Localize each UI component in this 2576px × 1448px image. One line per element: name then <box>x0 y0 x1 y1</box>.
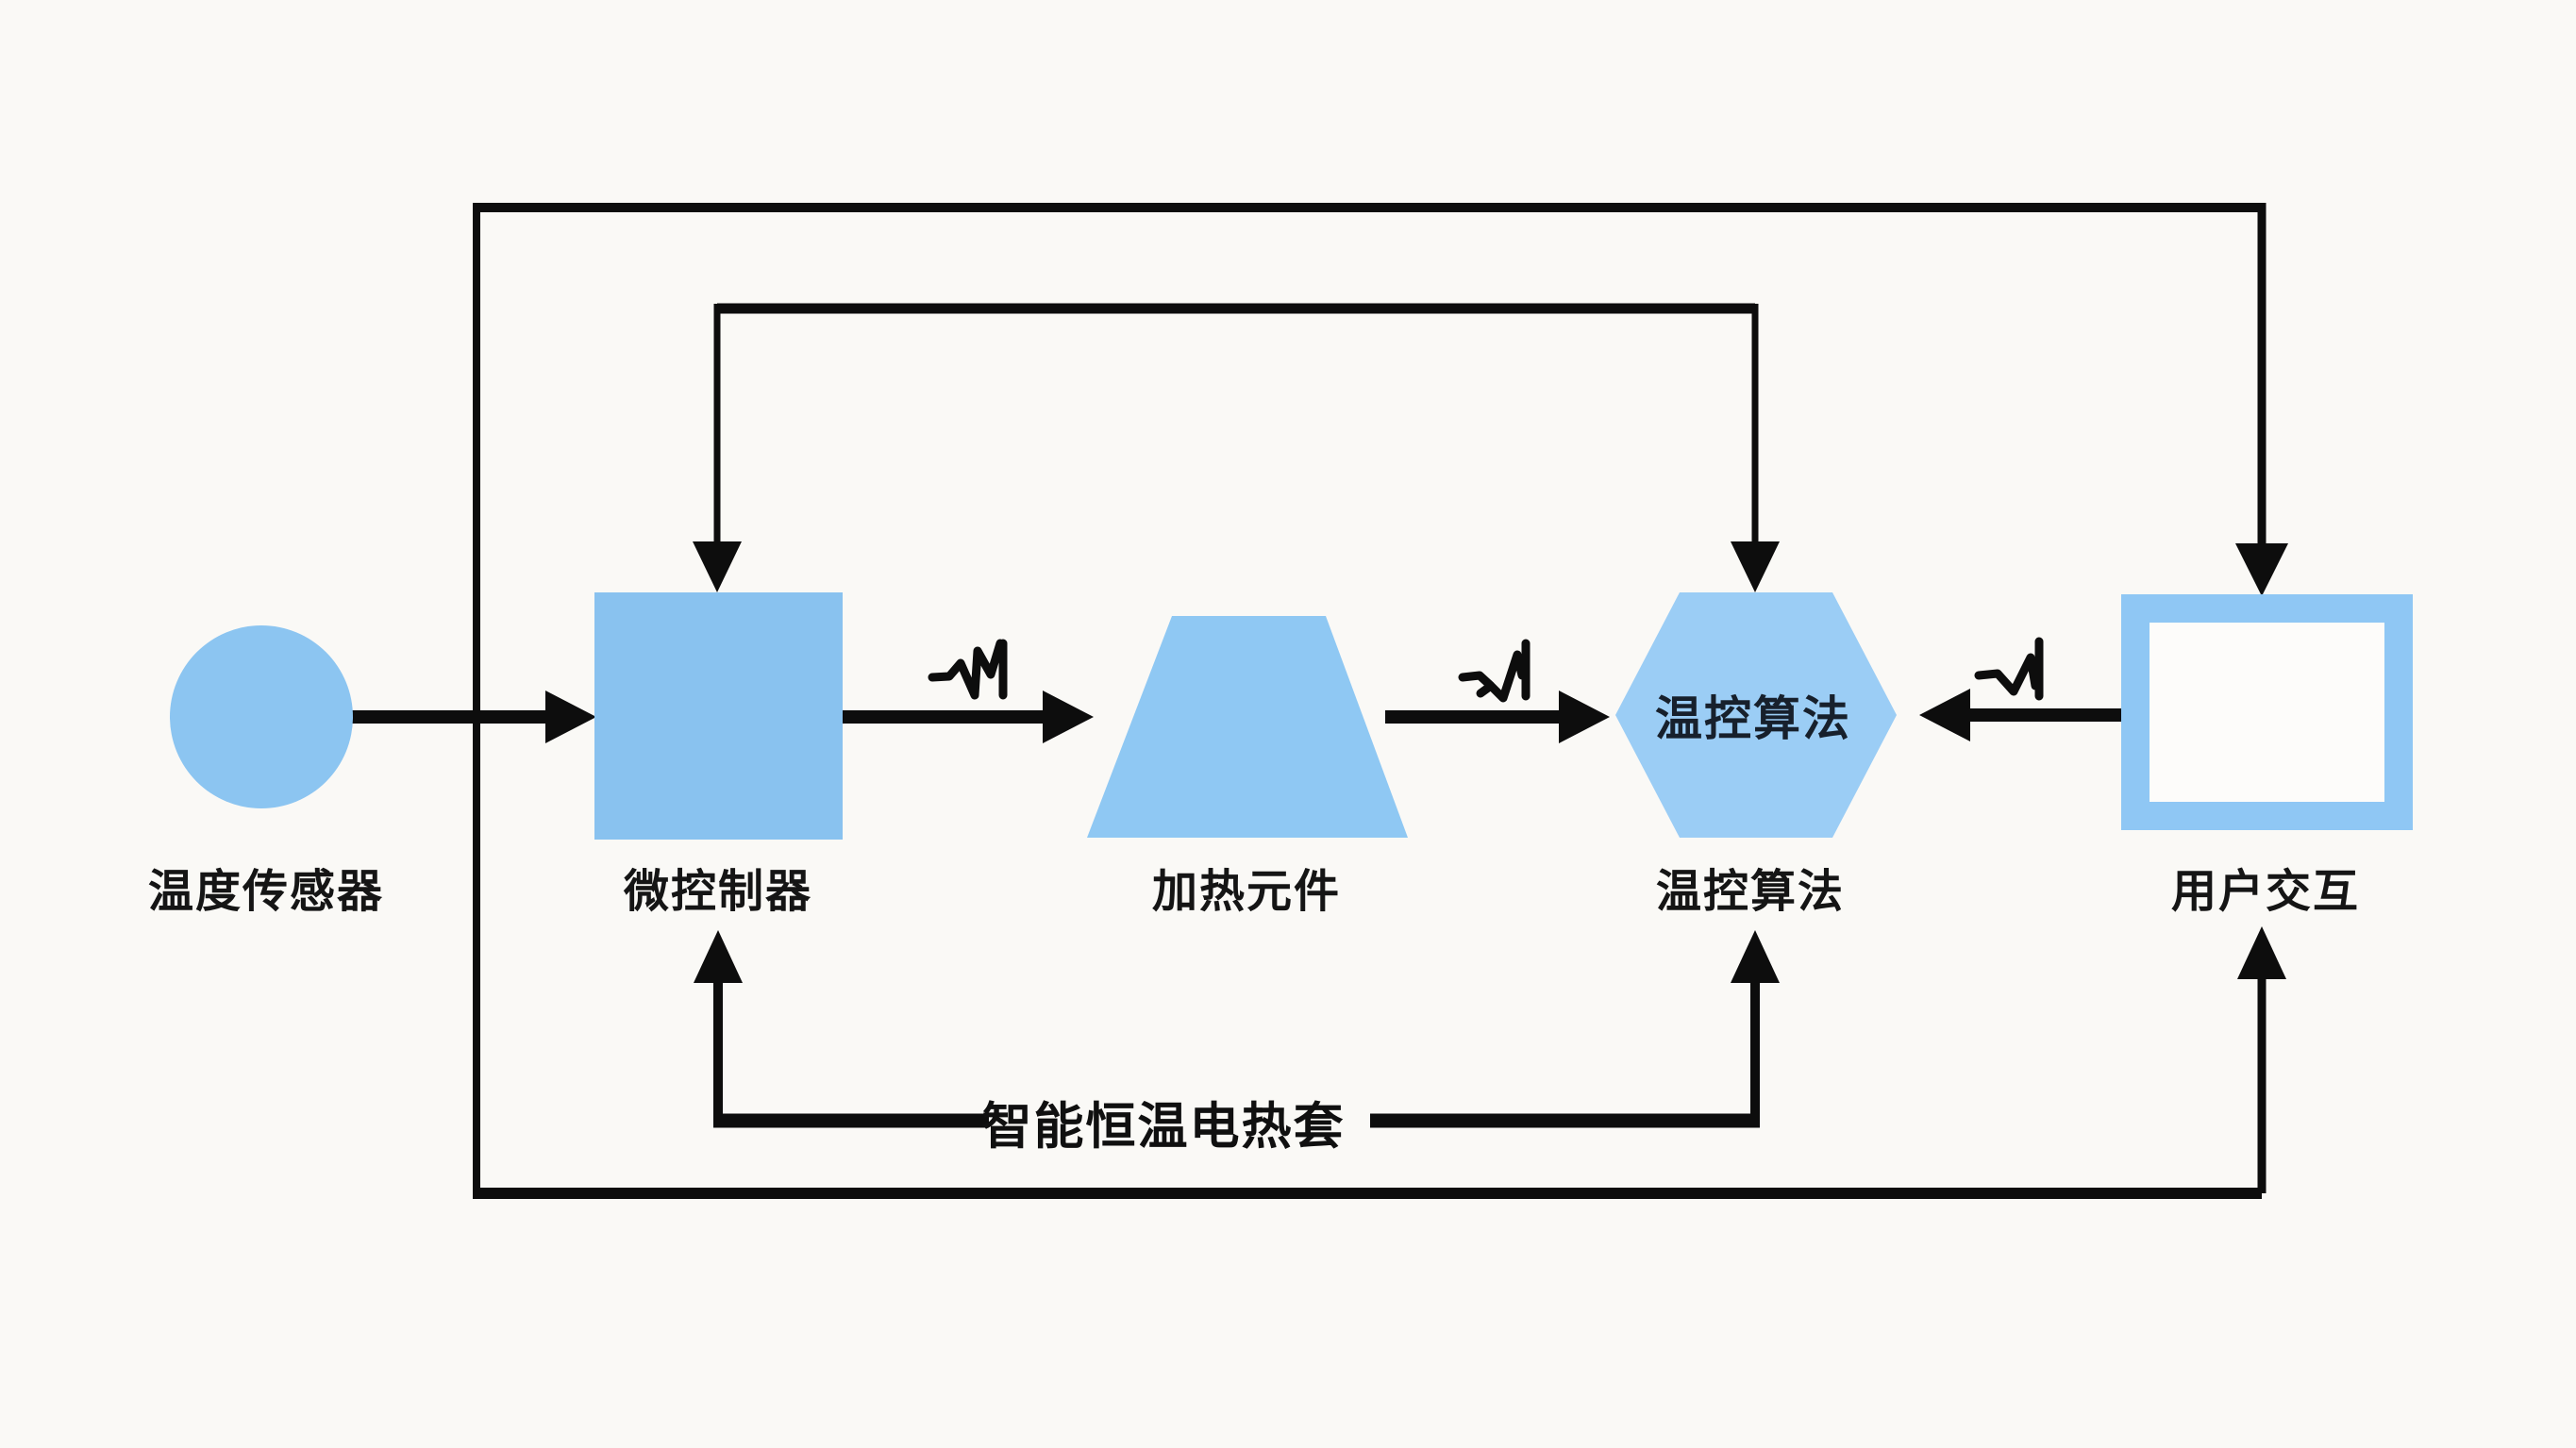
flow-edges <box>349 689 2121 743</box>
microcontroller-node <box>594 592 843 840</box>
outer-feedback-loop <box>473 203 2288 1199</box>
label-temp-control-algorithm: 温控算法 <box>1655 867 1846 917</box>
arrowhead-up-into-user-interaction-label <box>2237 926 2286 979</box>
temperature-sensor-node <box>170 625 353 808</box>
flow-nodes <box>170 592 2413 840</box>
label-temperature-sensor: 温度传感器 <box>147 867 385 917</box>
label-heating-element: 加热元件 <box>1151 867 1342 917</box>
label-microcontroller: 微控制器 <box>623 867 813 917</box>
user-interaction-node <box>2121 594 2413 830</box>
scribble-n-icon <box>1458 639 1531 703</box>
label-user-interaction: 用户交互 <box>2170 867 2361 917</box>
heating-element-node <box>1087 616 1408 838</box>
scribble-marks <box>928 637 2044 703</box>
arrowhead-down-into-microcontroller <box>693 541 742 592</box>
arrowhead-up-into-microcontroller-label <box>694 930 743 983</box>
inner-bottom-feedback-loop <box>694 930 1780 1128</box>
diagram-caption: 智能恒温电热套 <box>981 1099 1346 1155</box>
scribble-m-icon <box>928 639 1008 700</box>
inner-top-feedback-loop <box>693 303 1780 592</box>
temp-control-algorithm-node <box>1615 592 1897 838</box>
arrowhead-into-hexagon-right <box>1919 689 1970 741</box>
scribble-n-icon <box>1974 637 2044 701</box>
arrowhead-up-into-hexagon-label <box>1731 930 1780 983</box>
hexagon-inner-text: 温控算法 <box>1655 692 1851 745</box>
arrowhead-into-hexagon-left <box>1559 691 1610 743</box>
arrowhead-into-heater <box>1043 691 1094 743</box>
arrowhead-down-into-hexagon <box>1731 541 1780 592</box>
arrowhead-down-into-user-interaction <box>2235 543 2288 596</box>
arrowhead-into-microcontroller <box>545 691 596 743</box>
